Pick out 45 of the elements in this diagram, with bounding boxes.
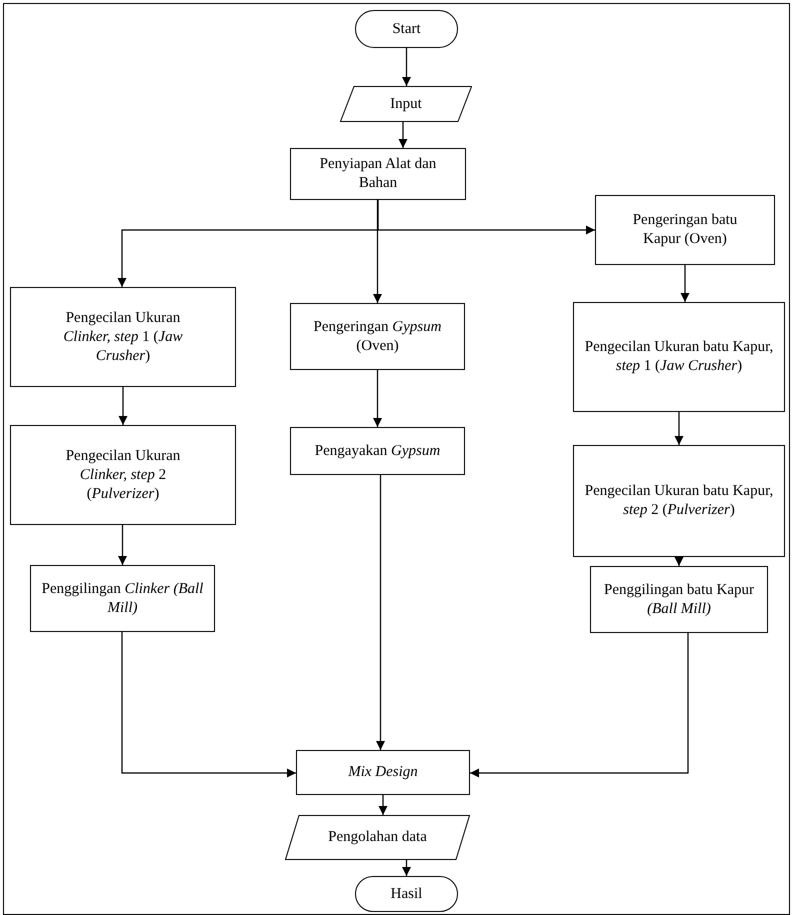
process-box [10,287,236,387]
process-box [573,445,785,557]
node-label: Pengolahan data [328,828,427,847]
node-label: Pengecilan Ukuran Clinker, step 1 (Jaw Crusher) [62,308,184,366]
terminal-shape [355,10,458,48]
arrow [121,632,296,778]
arrow [373,200,382,303]
input-output-parallelogram [340,86,472,122]
node-label: Pengeringan batu Kapur (Oven) [632,211,738,249]
arrow [398,122,408,148]
node-label: Pengayakan Gypsum [314,442,440,460]
node-label: Penyiapan Alat dan Bahan [318,155,438,193]
node-label: Hasil [390,884,422,904]
arrow [377,200,595,234]
process-box [590,566,768,633]
process-box [595,195,775,265]
arrow [118,525,127,565]
process-box [10,425,236,525]
arrow [674,557,684,566]
process-box [290,427,465,475]
arrow [402,48,411,86]
process-box [30,565,215,632]
process-box [296,750,470,795]
arrow [470,633,689,778]
arrow [674,412,684,445]
node-label: Input [390,94,422,114]
arrow [118,387,128,425]
arrow [378,795,388,815]
node-label: Pengecilan Ukuran batu Kapur, step 1 (Jaw Crusher) [584,338,774,376]
arrow [680,265,690,302]
arrow [402,860,411,876]
process-box [573,302,785,412]
process-box [290,148,466,200]
process-box [290,303,465,370]
arrow [373,370,382,427]
node-label: Penggilingan batu Kapur (Ball Mill) [604,580,754,618]
terminal-shape [355,876,458,912]
node-label: Pengecilan Ukuran batu Kapur, step 2 (Pulverizer) [584,482,774,520]
node-label: Start [392,20,421,38]
node-label: Pengecilan Ukuran Clinker, step 2 (Pulverizer) [64,446,182,504]
node-label: Mix Design [348,763,418,782]
node-label: Penggilingan Clinker (Ball Mill) [40,580,204,618]
node-label: Pengeringan Gypsum (Oven) [312,318,442,356]
input-output-parallelogram [285,815,470,860]
arrow [376,475,385,750]
